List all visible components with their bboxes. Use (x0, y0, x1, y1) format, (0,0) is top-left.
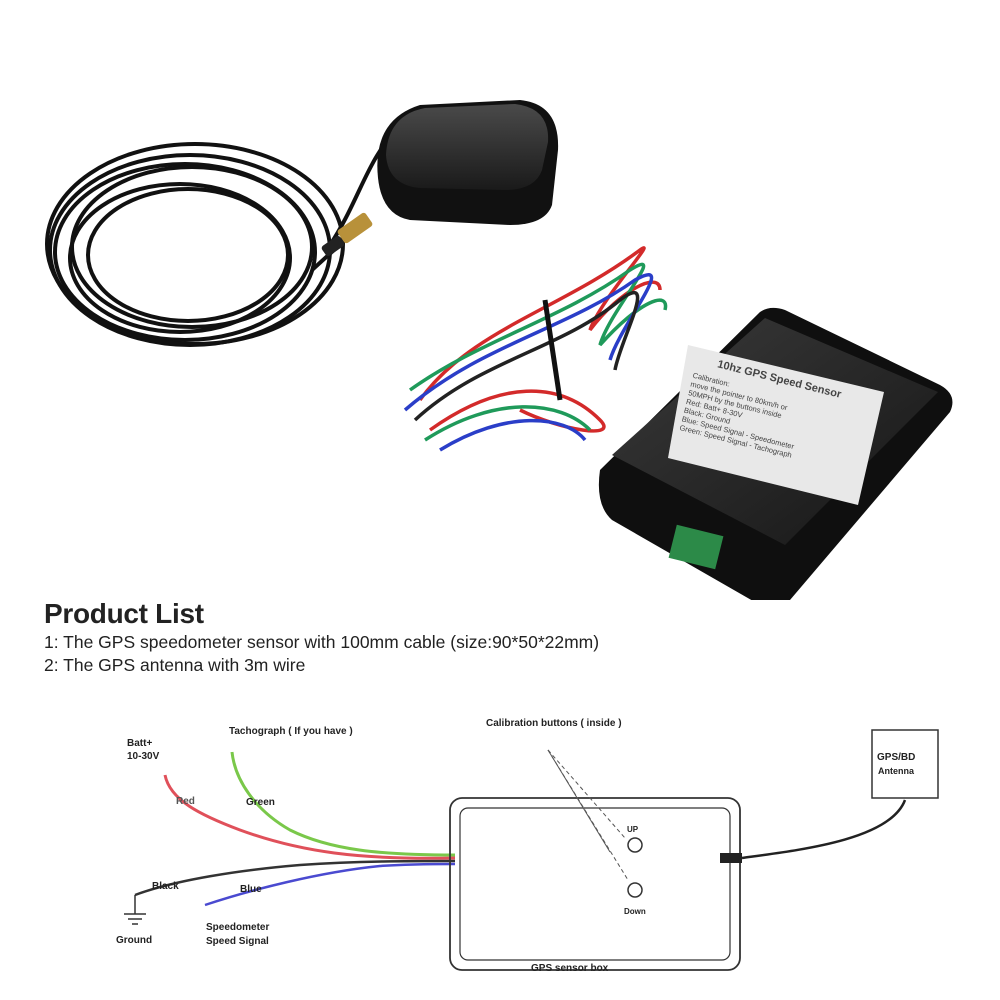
product-list-title: Product List (44, 598, 204, 629)
antenna-box (871, 729, 939, 799)
product-photo (45, 100, 953, 600)
sensor-label-sticker (668, 345, 884, 505)
antenna-label: GPS/BD (877, 752, 916, 763)
sma-connector (321, 212, 373, 257)
gps-sensor-box-label: GPS sensor box (531, 963, 609, 974)
batt-label: Batt+ (127, 738, 153, 749)
up-button-circle (627, 837, 643, 853)
up-label: UP (627, 825, 639, 834)
green-wire (230, 751, 456, 857)
diagram-sensor-box-inner (459, 807, 731, 961)
tachograph-label: Tachograph ( If you have ) (229, 726, 353, 737)
product-list-item: 1: The GPS speedometer sensor with 100mm… (44, 632, 600, 652)
batt-voltage-label: 10-30V (127, 751, 160, 762)
antenna-cable (741, 799, 907, 860)
sensor-box (598, 307, 953, 600)
speedometer-label: Speedometer (206, 922, 270, 933)
calibration-label: Calibration buttons ( inside ) (486, 718, 622, 729)
diagram-sensor-box-outer (449, 797, 741, 971)
black-label: Black (152, 881, 179, 892)
blue-wire (204, 862, 456, 907)
product-list-item: 2: The GPS antenna with 3m wire (44, 655, 306, 675)
antenna-sub-label: Antenna (878, 766, 914, 776)
antenna-connector (720, 853, 742, 863)
sensor-connector-port (668, 524, 724, 570)
black-wire (134, 859, 456, 897)
red-label: Red (176, 796, 195, 807)
wire-bundle (403, 246, 668, 452)
product-list: Product List 1: The GPS speedometer sens… (44, 598, 599, 676)
ground-label: Ground (116, 935, 153, 946)
red-wire (163, 774, 456, 860)
wiring-diagram (124, 729, 939, 971)
speed-signal-label: Speed Signal (206, 936, 269, 947)
coiled-cable (45, 128, 402, 347)
ground-symbol (124, 895, 146, 925)
green-label: Green (246, 797, 275, 808)
gps-antenna-puck (377, 100, 559, 225)
down-button-circle (627, 882, 643, 898)
down-label: Down (624, 907, 646, 916)
blue-label: Blue (240, 884, 262, 895)
